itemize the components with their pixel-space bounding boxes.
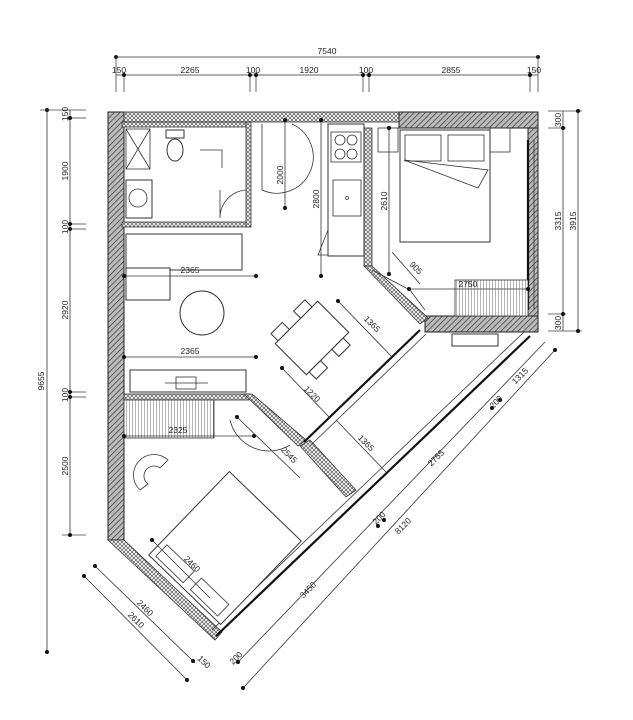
dim-label: 1365 [356, 433, 377, 454]
top-dimensions: 7540 150 2265 100 1920 100 2855 150 [112, 46, 541, 92]
armchair [133, 454, 169, 491]
bathroom [125, 128, 247, 219]
bath-door [200, 149, 223, 168]
dining-table [270, 299, 351, 380]
dim-left-seg: 100 [60, 388, 70, 402]
toilet-icon [166, 138, 184, 162]
dim-right-overall: 3915 [568, 211, 578, 230]
tv-unit [129, 369, 247, 393]
dim-label: 1315 [510, 365, 531, 386]
dim-label: 2800 [311, 189, 321, 208]
dim-top-seg: 150 [112, 65, 126, 75]
wardrobe [454, 279, 529, 317]
dim-top-seg: 2855 [442, 65, 461, 75]
dim-left-seg: 2920 [60, 300, 70, 319]
dim-label: 2000 [275, 165, 285, 184]
left-dimensions: 9655 150 1900 100 2920 100 2500 [36, 107, 86, 654]
dim-label: 2755 [426, 447, 447, 468]
dim-right-seg: 300 [553, 316, 563, 330]
dim-left-seg: 2500 [60, 456, 70, 475]
dim-top-seg: 1920 [300, 65, 319, 75]
right-dimensions: 300 3315 300 3915 [548, 109, 582, 333]
dim-left-seg: 100 [60, 220, 70, 234]
living-room [123, 233, 351, 439]
dim-label: 1220 [302, 384, 323, 405]
dim-label: 2545 [279, 445, 300, 466]
sink-icon [128, 188, 148, 208]
dim-label: 2610 [379, 191, 389, 210]
wardrobe [123, 399, 215, 439]
entry-door [261, 123, 314, 194]
dim-label: 905 [408, 259, 425, 276]
hob-icon [330, 131, 362, 163]
toilet-cistern [165, 129, 185, 139]
dim-label: 2365 [181, 346, 200, 356]
dim-top-seg: 100 [359, 65, 373, 75]
dim-label: 200 [227, 649, 244, 666]
dim-top-seg: 2265 [181, 65, 200, 75]
shower-tray [125, 128, 151, 170]
dim-overall-height: 9655 [36, 371, 46, 390]
dim-right-seg: 300 [553, 113, 563, 127]
sofa [125, 233, 243, 271]
dim-label: 3450 [298, 579, 319, 600]
dim-overall-diagonal: 8120 [393, 515, 414, 536]
kitchen-sink-icon [332, 179, 362, 217]
double-bed [148, 470, 302, 626]
diagonal-dimensions: 1315 200 2755 200 8120 3450 200 [227, 341, 557, 690]
dim-left-seg: 1900 [60, 161, 70, 180]
dim-overall-width: 7540 [318, 46, 337, 56]
dim-label: 2325 [169, 425, 188, 435]
dim-top-seg: 150 [527, 65, 541, 75]
dim-label: 2365 [181, 265, 200, 275]
dim-label: 150 [196, 653, 213, 670]
kitchen [261, 123, 365, 257]
dim-label: 200 [370, 509, 387, 526]
dim-label: 1365 [362, 314, 383, 335]
dim-right-seg: 3315 [553, 211, 563, 230]
bedroom-main [371, 127, 529, 347]
round-table [179, 290, 225, 336]
bedroom-door [229, 419, 291, 452]
dim-label: 2750 [459, 279, 478, 289]
double-bed [399, 129, 491, 243]
dim-top-seg: 100 [246, 65, 260, 75]
bedroom-second [133, 419, 302, 626]
dim-left-seg: 150 [60, 107, 70, 121]
